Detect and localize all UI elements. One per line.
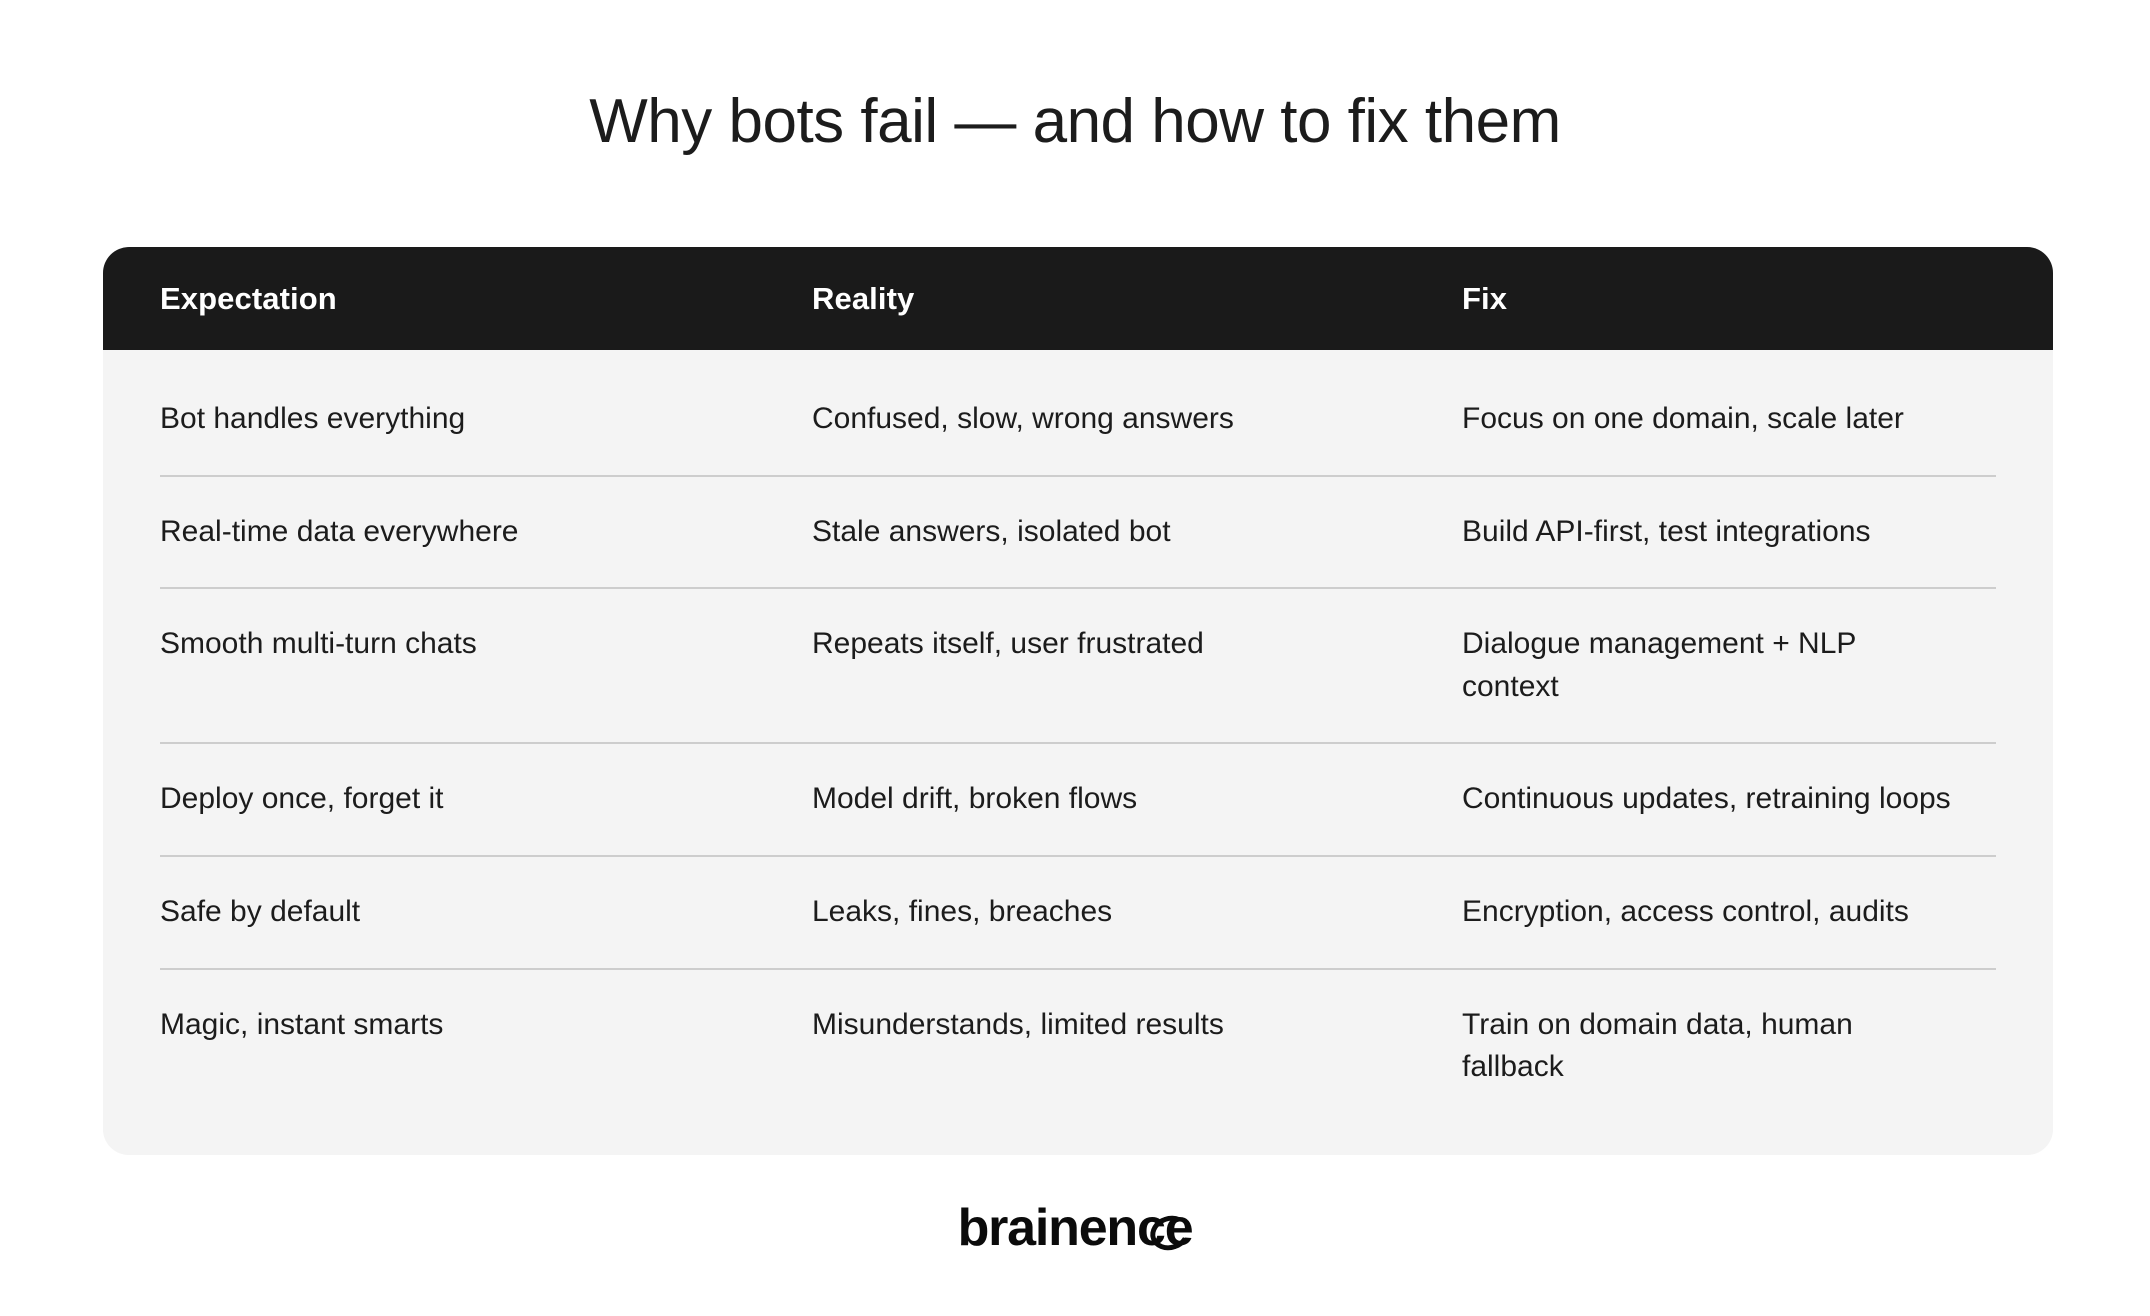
table-body: Bot handles everything Confused, slow, w…	[103, 350, 2053, 1155]
cell-expectation: Safe by default	[160, 894, 361, 928]
cell-expectation: Real-time data everywhere	[160, 514, 519, 548]
cell-expectation: Deploy once, forget it	[160, 782, 444, 816]
table-row: Smooth multi-turn chats Repeats itself, …	[160, 587, 1996, 742]
table-row: Safe by default Leaks, fines, breaches E…	[160, 854, 1996, 968]
brainence-wordmark: brainence	[957, 1199, 1195, 1257]
table-header-row: Expectation Reality Fix	[103, 247, 2053, 350]
cell-reality: Misunderstands, limited results	[812, 1007, 1224, 1041]
cell-reality: Repeats itself, user frustrated	[812, 627, 1204, 661]
column-header-reality: Reality	[812, 280, 915, 316]
page-title: Why bots fail — and how to fix them	[589, 87, 1561, 156]
cell-expectation: Smooth multi-turn chats	[160, 627, 477, 661]
cell-expectation: Magic, instant smarts	[160, 1007, 444, 1041]
brand-logo: brainence	[0, 1202, 2150, 1272]
cell-fix: Train on domain data, human fallback	[1462, 1007, 1853, 1084]
table-row: Real-time data everywhere Stale answers,…	[160, 474, 1996, 588]
brand-logo-text: brainence	[957, 1199, 1194, 1257]
cell-fix: Dialogue management + NLP context	[1462, 627, 1856, 703]
cell-reality: Model drift, broken flows	[812, 782, 1138, 816]
cell-reality: Leaks, fines, breaches	[812, 894, 1113, 928]
table-row: Deploy once, forget it Model drift, brok…	[160, 742, 1996, 855]
cell-fix: Focus on one domain, scale later	[1462, 402, 1904, 435]
cell-reality: Confused, slow, wrong answers	[812, 402, 1234, 435]
column-header-expectation: Expectation	[160, 280, 337, 316]
cell-reality: Stale answers, isolated bot	[812, 514, 1171, 548]
table-row: Bot handles everything Confused, slow, w…	[160, 350, 1996, 475]
cell-fix: Encryption, access control, audits	[1462, 894, 1909, 928]
cell-expectation: Bot handles everything	[160, 402, 466, 435]
table-row: Magic, instant smarts Misunderstands, li…	[160, 967, 1996, 1155]
comparison-table-card: Expectation Reality Fix Bot handles ever…	[103, 247, 2053, 1155]
column-header-fix: Fix	[1462, 280, 1508, 316]
cell-fix: Continuous updates, retraining loops	[1462, 782, 1951, 816]
cell-fix: Build API-first, test integrations	[1462, 514, 1871, 548]
